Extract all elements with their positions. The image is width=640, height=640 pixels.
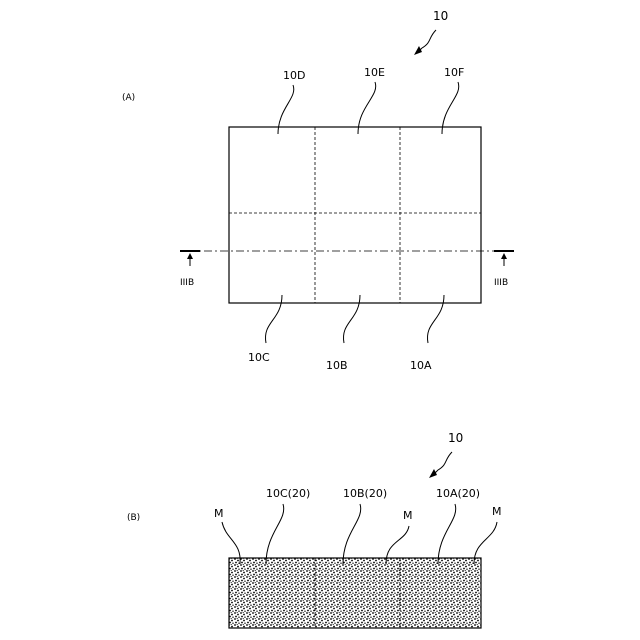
label-10c: 10C [248, 351, 270, 364]
leader-10b-20 [343, 504, 361, 564]
leader-10a-20 [438, 504, 456, 564]
label-m-left: M [214, 507, 224, 520]
panel-a-assembly-arrowhead [414, 46, 422, 55]
section-arrowhead-left [187, 253, 193, 259]
panel-a-assembly-arrow [418, 30, 436, 52]
plate-outline [229, 127, 481, 303]
label-10c-20: 10C(20) [266, 487, 310, 500]
label-10a: 10A [410, 359, 432, 372]
label-10b: 10B [326, 359, 348, 372]
label-m-right: M [492, 505, 502, 518]
panel-b-assembly-arrow [434, 452, 452, 474]
panel-b-assembly-arrowhead [429, 469, 437, 478]
section-arrowhead-right [501, 253, 507, 259]
leader-10e [358, 82, 376, 134]
panel-b-label: (B) [127, 513, 140, 523]
panel-b: (B) 10 10C(20) 10B(20) 10A(20) M M M [127, 431, 502, 628]
label-10e: 10E [364, 66, 385, 79]
leader-10a [427, 295, 444, 343]
label-10b-20: 10B(20) [343, 487, 387, 500]
leader-10c [265, 295, 282, 343]
label-10d: 10D [283, 69, 305, 82]
leader-10b [343, 295, 360, 343]
label-m-middle: M [403, 509, 413, 522]
panel-b-assembly-label: 10 [448, 431, 463, 445]
label-10a-20: 10A(20) [436, 487, 480, 500]
panel-a-assembly-label: 10 [433, 9, 448, 23]
section-label-left: IIIB [180, 278, 194, 288]
section-label-right: IIIB [494, 278, 508, 288]
cross-section-body [229, 558, 481, 628]
panel-a-label: (A) [122, 93, 135, 103]
panel-a: (A) 10 IIIB IIIB 10D 10E 10F 10C [122, 9, 514, 372]
leader-10f [442, 82, 459, 134]
label-10f: 10F [444, 66, 464, 79]
leader-10c-20 [266, 504, 284, 564]
